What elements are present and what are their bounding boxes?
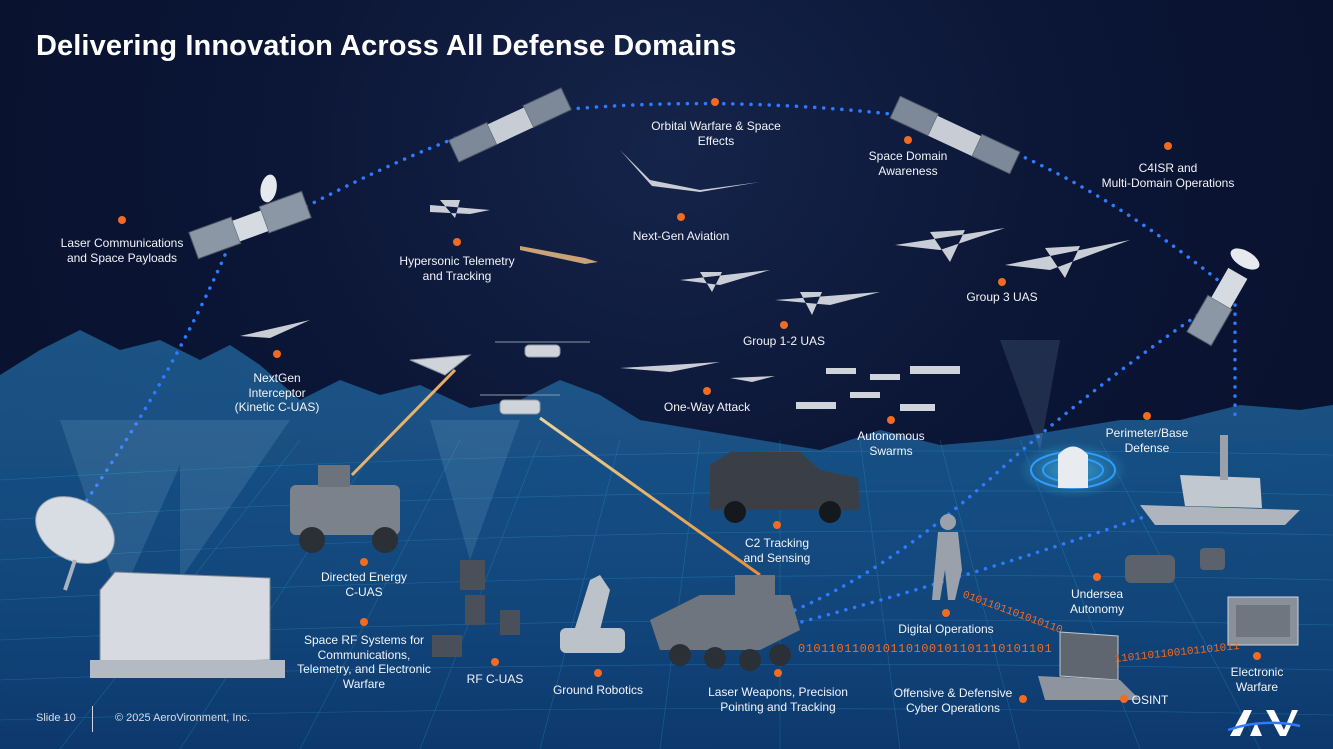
label-one-way-attack: One-Way Attack bbox=[663, 400, 751, 414]
marker-dot bbox=[773, 521, 781, 529]
label-autonomous-swarms: Autonomous Swarms bbox=[857, 429, 925, 458]
label-laser-weapons: Laser Weapons, Precision Pointing and Tr… bbox=[708, 685, 848, 714]
marker-dot bbox=[677, 213, 685, 221]
marker-dot bbox=[1164, 142, 1172, 150]
marker-dot bbox=[780, 321, 788, 329]
label-group-1-2-uas: Group 1-2 UAS bbox=[742, 334, 826, 348]
binary-stream-lower: 010110110010110100101101110101101 bbox=[798, 642, 1052, 656]
satellite-dish-icon bbox=[35, 496, 115, 591]
electronic-warfare-box-icon bbox=[1227, 596, 1299, 646]
slide-number: Slide 10 bbox=[36, 712, 76, 724]
page-title: Delivering Innovation Across All Defense… bbox=[36, 30, 737, 62]
label-perimeter-base-defense: Perimeter/Base Defense bbox=[1105, 426, 1189, 455]
armored-vehicle-icon bbox=[650, 575, 800, 671]
marker-dot bbox=[1120, 695, 1128, 703]
label-cyber-operations: Offensive & Defensive Cyber Operations bbox=[893, 686, 1013, 715]
suv-icon bbox=[710, 452, 860, 523]
laser-beams bbox=[350, 368, 761, 577]
label-next-gen-aviation: Next-Gen Aviation bbox=[632, 229, 730, 243]
marker-dot bbox=[904, 136, 912, 144]
ship-icon bbox=[1140, 435, 1300, 525]
marker-dot bbox=[774, 669, 782, 677]
label-group-3-uas: Group 3 UAS bbox=[966, 290, 1038, 304]
satellite-icon bbox=[1186, 248, 1260, 347]
av-logo-icon bbox=[1227, 710, 1301, 736]
label-orbital-warfare: Orbital Warfare & Space Effects bbox=[651, 119, 781, 148]
marker-dot bbox=[360, 618, 368, 626]
marker-dot bbox=[273, 350, 281, 358]
undersea-autonomy-icon bbox=[1125, 548, 1225, 583]
marker-dot bbox=[703, 387, 711, 395]
rf-cuas-icon bbox=[432, 560, 520, 657]
armored-vehicle-icon bbox=[290, 465, 400, 553]
marker-dot bbox=[711, 98, 719, 106]
label-nextgen-interceptor: NextGen Interceptor (Kinetic C-UAS) bbox=[234, 371, 320, 414]
marker-dot bbox=[594, 669, 602, 677]
rf-cones bbox=[60, 340, 1060, 600]
footer-divider bbox=[92, 706, 93, 732]
copyright: © 2025 AeroVironment, Inc. bbox=[115, 712, 251, 724]
marker-dot bbox=[360, 558, 368, 566]
radar-dome-icon bbox=[1018, 442, 1128, 498]
marker-dot bbox=[491, 658, 499, 666]
label-electronic-warfare: Electronic Warfare bbox=[1230, 665, 1284, 694]
label-directed-energy: Directed Energy C-UAS bbox=[320, 570, 408, 599]
quadcopter-icon bbox=[409, 341, 590, 415]
label-ground-robotics: Ground Robotics bbox=[552, 683, 644, 697]
marker-dot bbox=[1253, 652, 1261, 660]
label-space-rf-systems: Space RF Systems for Communications, Tel… bbox=[297, 633, 431, 691]
marker-dot bbox=[887, 416, 895, 424]
label-hypersonic-telemetry: Hypersonic Telemetry and Tracking bbox=[399, 254, 515, 283]
label-laser-communications: Laser Communications and Space Payloads bbox=[60, 236, 184, 265]
radar-panel-icon bbox=[90, 571, 285, 678]
label-c4isr: C4ISR and Multi-Domain Operations bbox=[1101, 161, 1235, 190]
label-space-domain-awareness: Space Domain Awareness bbox=[868, 149, 948, 178]
satellite-icon bbox=[448, 87, 572, 163]
uas-icon bbox=[240, 150, 1130, 382]
missile-icon bbox=[520, 246, 598, 264]
laptop-icon bbox=[1038, 631, 1140, 700]
marker-dot bbox=[453, 238, 461, 246]
swarm-icons bbox=[796, 366, 960, 411]
label-undersea-autonomy: Undersea Autonomy bbox=[1069, 587, 1125, 616]
marker-dot bbox=[1093, 573, 1101, 581]
marker-dot bbox=[942, 609, 950, 617]
marker-dot bbox=[1143, 412, 1151, 420]
soldier-icon bbox=[932, 514, 962, 600]
marker-dot bbox=[118, 216, 126, 224]
marker-dot bbox=[1019, 695, 1027, 703]
ground-robot-icon bbox=[560, 575, 625, 653]
satellite-icon bbox=[889, 95, 1021, 175]
label-rf-cuas: RF C-UAS bbox=[466, 672, 524, 686]
marker-dot bbox=[998, 278, 1006, 286]
satellite-icon bbox=[188, 174, 312, 260]
label-c2-tracking: C2 Tracking and Sensing bbox=[743, 536, 811, 565]
label-digital-operations: Digital Operations bbox=[898, 622, 994, 636]
label-osint: OSINT bbox=[1131, 693, 1169, 707]
